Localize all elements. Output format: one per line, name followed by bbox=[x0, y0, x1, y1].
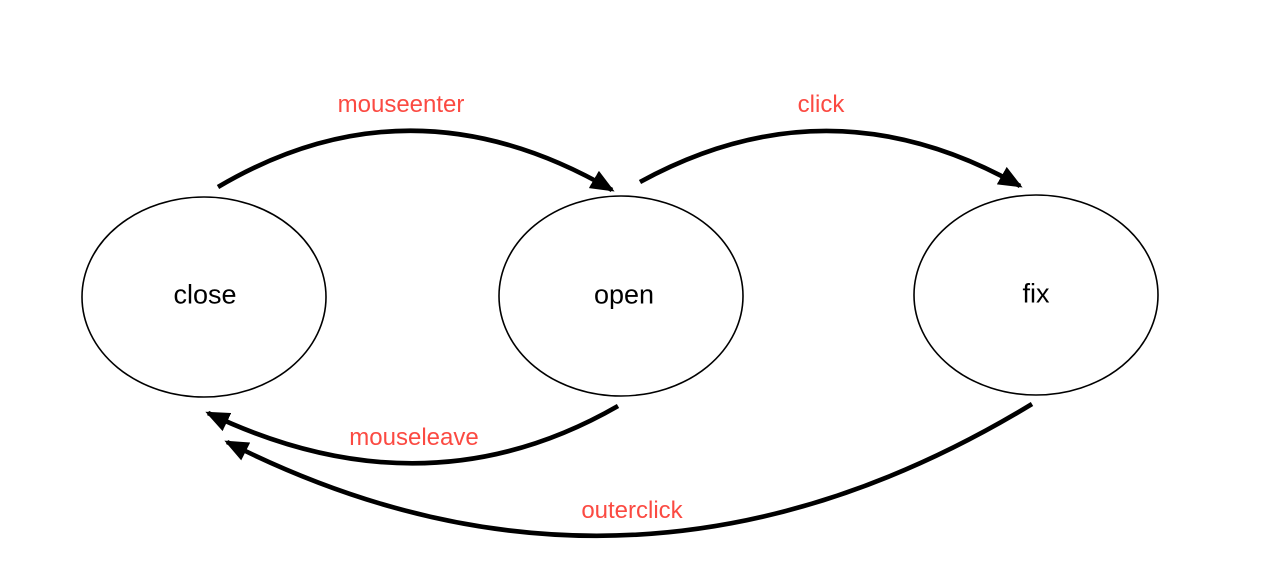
state-label-fix: fix bbox=[1022, 278, 1050, 309]
event-label-click: click bbox=[797, 91, 845, 118]
state-label-open: open bbox=[593, 279, 655, 310]
transition-arrow-mouseleave bbox=[205, 404, 620, 466]
state-circle-fix bbox=[913, 194, 1159, 396]
state-circle-open bbox=[498, 195, 744, 397]
transition-arrow-mouseenter bbox=[216, 128, 615, 192]
transition-arrow-click bbox=[638, 128, 1023, 189]
state-circle-close bbox=[81, 196, 327, 398]
event-label-outerclick: outerclick bbox=[581, 497, 683, 524]
event-label-mouseenter: mouseenter bbox=[337, 91, 465, 118]
transition-arrow-outerclick bbox=[224, 402, 1034, 539]
state-label-close: close bbox=[173, 279, 237, 310]
event-label-mouseleave: mouseleave bbox=[349, 424, 479, 451]
